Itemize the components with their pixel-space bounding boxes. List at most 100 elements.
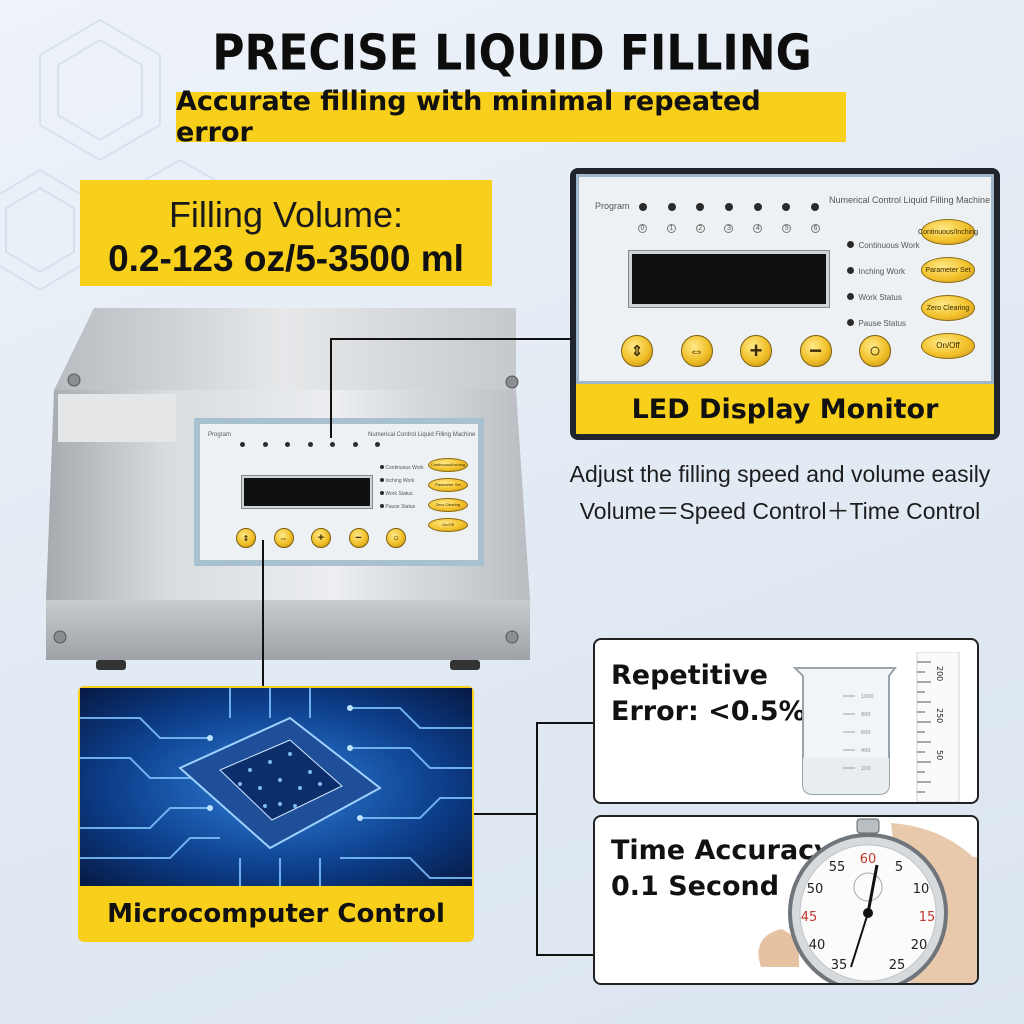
zero-clearing-button[interactable]: Zero Clearing xyxy=(921,295,975,321)
continuous-inching-button[interactable]: Continuous/Inching xyxy=(918,219,978,245)
connector-line xyxy=(536,722,594,724)
error-title: Repetitive Error: <0.5% xyxy=(611,660,806,727)
connector-line xyxy=(330,338,572,340)
connector-line xyxy=(330,338,332,438)
led-display-monitor-box: Program Numerical Control Liquid Filling… xyxy=(570,168,1000,440)
led-small xyxy=(285,442,290,447)
program-numbers: 0 1 2 3 4 5 6 xyxy=(638,224,820,233)
ruler-tick: 200 xyxy=(935,666,944,681)
led-small xyxy=(352,442,358,447)
machine-control-panel: Program Numerical Control Liquid Filling… xyxy=(194,418,484,566)
continuous-inching-button-small[interactable]: Continuous/Inching xyxy=(428,458,468,472)
program-number: 6 xyxy=(810,224,820,233)
status-item-small: Work Status xyxy=(380,488,424,501)
machine-name-small: Numerical Control Liquid Filling Machine xyxy=(368,432,476,438)
circle-button-small[interactable]: ○ xyxy=(386,528,406,548)
dial-number: 50 xyxy=(807,882,824,897)
beaker-tick: 1000 xyxy=(861,694,874,700)
adjust-description: Adjust the filling speed and volume easi… xyxy=(545,456,1015,530)
zero-clearing-button-small[interactable]: Zero Clearing xyxy=(428,498,468,512)
dial-number: 25 xyxy=(889,958,906,973)
dial-number: 45 xyxy=(801,910,818,925)
up-down-button[interactable]: ⇕ xyxy=(621,335,653,367)
program-number: 2 xyxy=(695,224,705,233)
repetitive-error-box: Repetitive Error: <0.5% 1000 800 600 400… xyxy=(593,638,979,804)
minus-button[interactable]: − xyxy=(799,335,832,367)
circle-button[interactable]: ○ xyxy=(859,335,891,367)
led-display-caption: LED Display Monitor xyxy=(576,384,994,434)
dial-number: 20 xyxy=(911,938,928,953)
dial-number: 15 xyxy=(919,910,936,925)
round-buttons: ⇕ ⇔ + − ○ xyxy=(621,335,891,367)
status-item-small: Inching Work xyxy=(380,475,424,488)
dial-number: 5 xyxy=(895,860,903,875)
parameter-set-button[interactable]: Parameter Set xyxy=(921,257,975,283)
microcomputer-caption: Microcomputer Control xyxy=(107,899,445,929)
connector-line xyxy=(474,813,536,815)
program-number: 3 xyxy=(724,224,734,233)
led xyxy=(639,203,647,211)
lcd-screen xyxy=(628,250,830,308)
beaker-tick: 800 xyxy=(861,712,871,718)
lcd-screen-small xyxy=(241,475,373,509)
page-title: PRECISE LIQUID FILLING xyxy=(212,24,812,83)
volume-label: Filling Volume: xyxy=(168,194,404,235)
time-title: Time Accuracy: 0.1 Second xyxy=(611,835,843,902)
microcomputer-control-box: Microcomputer Control xyxy=(78,686,474,942)
left-right-button[interactable]: ⇔ xyxy=(680,335,713,367)
adjust-line-2: Volume＝Speed Control＋Time Control xyxy=(579,498,981,524)
led-small xyxy=(375,442,380,447)
led xyxy=(753,203,762,211)
program-label-small: Program xyxy=(208,432,232,438)
time-accuracy-box: Time Accuracy: 0.1 Second 60 5 10 15 20 … xyxy=(593,815,979,985)
circuit-chip-icon xyxy=(80,688,472,886)
on-off-button[interactable]: On/Off xyxy=(921,333,975,359)
beaker-icon: 1000 800 600 400 200 xyxy=(792,667,897,795)
led-small xyxy=(262,442,268,447)
plus-button[interactable]: + xyxy=(740,335,772,367)
connector-line xyxy=(536,722,538,954)
status-list-small: Continuous Work Inching Work Work Status… xyxy=(380,462,424,514)
measuring-ruler-icon: 200 250 50 xyxy=(916,652,960,802)
led xyxy=(696,203,705,211)
round-buttons-small: ⇕ ⇔ + − ○ xyxy=(236,528,406,548)
connector-line xyxy=(536,954,594,956)
program-number: 4 xyxy=(753,224,763,233)
program-leds-small xyxy=(240,442,380,447)
dial-number: 40 xyxy=(809,938,826,953)
function-buttons: Continuous/Inching Parameter Set Zero Cl… xyxy=(918,219,978,359)
plus-button-small[interactable]: + xyxy=(311,528,331,548)
status-item-small: Continuous Work xyxy=(380,462,424,475)
left-right-button-small[interactable]: ⇔ xyxy=(273,528,294,548)
program-number: 5 xyxy=(782,224,792,233)
stopwatch-icon: 60 5 10 15 20 25 35 40 45 50 55 xyxy=(758,818,977,983)
dial-number: 35 xyxy=(831,958,848,973)
ruler-tick: 250 xyxy=(935,708,944,723)
led xyxy=(810,203,819,211)
led xyxy=(724,203,733,211)
status-list: Continuous Work Inching Work Work Status… xyxy=(847,233,920,337)
program-leds xyxy=(639,203,819,211)
program-number: 1 xyxy=(666,224,676,233)
program-number: 0 xyxy=(638,224,647,233)
up-down-button-small[interactable]: ⇕ xyxy=(236,528,256,548)
beaker-tick: 200 xyxy=(861,766,871,772)
ruler-tick: 50 xyxy=(935,750,944,760)
on-off-button-small[interactable]: On/Off xyxy=(428,518,468,532)
minus-button-small[interactable]: − xyxy=(348,528,369,548)
led-small xyxy=(240,442,245,447)
filling-volume-box: Filling Volume: 0.2-123 oz/5-3500 ml xyxy=(80,180,492,286)
connector-line xyxy=(262,540,264,688)
status-item: Continuous Work xyxy=(847,233,920,259)
function-buttons-small: Continuous/Inching Parameter Set Zero Cl… xyxy=(428,458,468,532)
parameter-set-button-small[interactable]: Parameter Set xyxy=(428,478,468,492)
machine-name: Numerical Control Liquid Filling Machine xyxy=(829,195,991,205)
dial-number: 60 xyxy=(860,852,877,867)
led xyxy=(667,203,676,211)
status-item: Pause Status xyxy=(847,311,920,337)
beaker-tick: 600 xyxy=(861,730,871,736)
status-item: Inching Work xyxy=(847,259,920,285)
dial-number: 55 xyxy=(829,860,846,875)
beaker-tick: 400 xyxy=(861,748,871,754)
subtitle-banner: Accurate filling with minimal repeated e… xyxy=(176,86,846,148)
